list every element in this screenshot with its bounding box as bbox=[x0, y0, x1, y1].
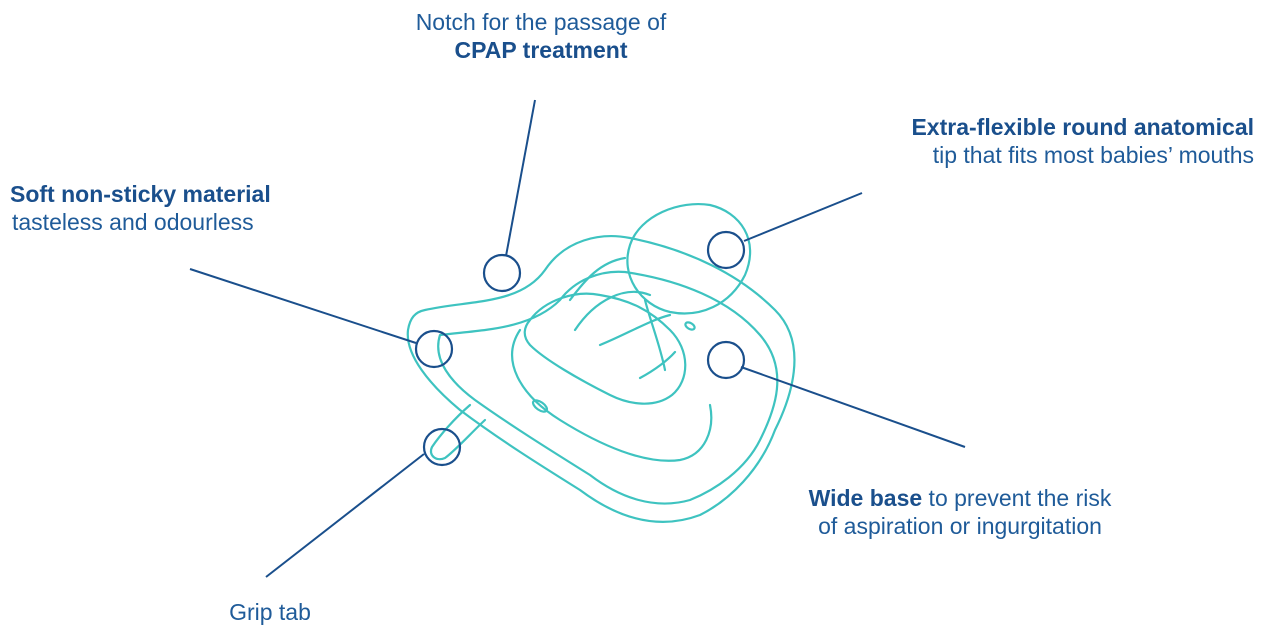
small-mark bbox=[684, 321, 696, 331]
callout-circle-material bbox=[414, 329, 454, 369]
callout-circle-notch bbox=[482, 253, 522, 293]
label-material-line2: tasteless and odourless bbox=[12, 209, 254, 235]
label-notch: Notch for the passage of CPAP treatment bbox=[348, 8, 734, 64]
label-material: Soft non-sticky material tasteless and o… bbox=[10, 180, 330, 236]
label-tip-bold: Extra-flexible round anatomical bbox=[911, 114, 1254, 140]
leader-material bbox=[189, 268, 417, 344]
nipple-bulb bbox=[626, 203, 752, 315]
pacifier-illustration bbox=[406, 203, 796, 523]
label-material-bold: Soft non-sticky material bbox=[10, 181, 271, 207]
callout-circle-tip bbox=[706, 230, 746, 270]
callout-circle-base bbox=[706, 340, 746, 380]
leader-base bbox=[740, 366, 966, 448]
callout-circles bbox=[414, 230, 746, 467]
label-base-line1-rest: to prevent the risk bbox=[922, 485, 1112, 511]
grip-tab-shape bbox=[429, 403, 487, 461]
leader-grip bbox=[265, 453, 425, 578]
base-inner-ring bbox=[511, 328, 713, 462]
label-base-bold: Wide base bbox=[808, 485, 923, 511]
shield-inner-contour bbox=[437, 270, 779, 505]
leader-lines bbox=[189, 99, 966, 578]
leader-tip bbox=[743, 192, 863, 242]
nipple-neck bbox=[573, 290, 677, 380]
label-base: Wide base to prevent the risk of aspirat… bbox=[760, 484, 1160, 540]
nipple-highlight bbox=[643, 298, 667, 372]
vent-hole bbox=[531, 399, 549, 413]
label-base-line2: of aspiration or ingurgitation bbox=[818, 513, 1102, 539]
label-grip: Grip tab bbox=[180, 598, 360, 626]
shield-outline bbox=[406, 235, 796, 523]
label-tip-line2: tip that fits most babies’ mouths bbox=[932, 142, 1254, 168]
label-notch-line1: Notch for the passage of bbox=[415, 9, 667, 35]
callout-circle-grip bbox=[422, 427, 462, 467]
label-tip: Extra-flexible round anatomical tip that… bbox=[780, 113, 1254, 169]
label-grip-line1: Grip tab bbox=[229, 599, 311, 625]
label-notch-bold: CPAP treatment bbox=[454, 37, 628, 63]
base-ring bbox=[523, 292, 687, 405]
leader-notch bbox=[505, 99, 536, 257]
